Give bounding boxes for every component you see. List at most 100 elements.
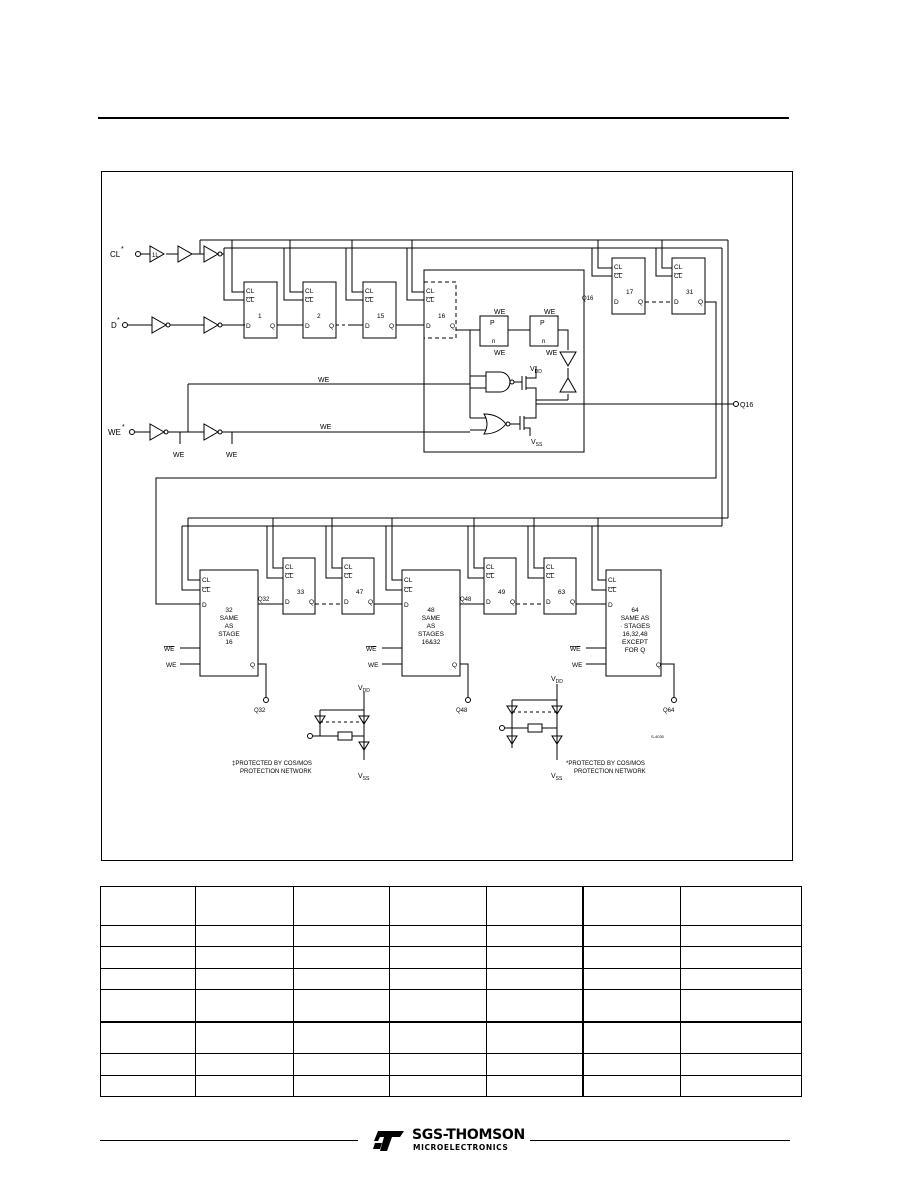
vdd-right-label: VDD: [551, 676, 563, 685]
stage-32-d-label: D: [202, 602, 207, 609]
stage-15-cl-label: CL: [365, 288, 374, 295]
stage-31-d-label: D: [674, 299, 679, 306]
stage-32-we-input: WE: [166, 662, 177, 669]
stage-47-q-label: Q: [368, 599, 373, 606]
table-cell: [293, 886, 390, 926]
stage-32-clb-label: CL: [202, 587, 211, 594]
stage-33-clb-label: CL: [285, 573, 294, 580]
table-row: [100, 1074, 802, 1098]
stage-2-q-label: Q: [329, 323, 334, 330]
stage-64-desc-line: · STAGES: [620, 623, 651, 630]
stage-64-desc-line: 16,32,48: [622, 631, 648, 638]
stage-64-desc-line: EXCEPT: [622, 639, 648, 646]
table-cell: [293, 989, 390, 1023]
stage-63-clb-label: CL: [546, 573, 555, 580]
stage-1-q-label: Q: [270, 323, 275, 330]
note-right-line1: *PROTECTED BY COS/MOS: [566, 761, 645, 767]
table-cell: [100, 989, 196, 1023]
stage-48-d-label: D: [404, 602, 409, 609]
q48-out-label: Q48: [456, 708, 468, 714]
stage-32-desc-line: AS: [225, 623, 234, 630]
stage-2-d-label: D: [305, 323, 310, 330]
q16-tap-label: Q16: [582, 296, 594, 302]
latch2-webar-label: WE: [544, 309, 556, 316]
stage-15-number: 15: [377, 313, 385, 320]
table-cell: [195, 886, 294, 926]
table-cell: [680, 989, 802, 1023]
stage-49-clb-label: CL: [486, 573, 495, 580]
table-cell: [486, 967, 584, 991]
stage-17-d-label: D: [614, 299, 619, 306]
stage-48-q-label: Q: [452, 662, 457, 669]
q32-tap-label: Q32: [258, 597, 270, 603]
vdd-latch-label: VDD: [530, 366, 542, 375]
stage-2-clb-label: CL: [305, 297, 314, 304]
stage-64-d-label: D: [608, 602, 613, 609]
stage-1-number: 1: [258, 313, 262, 320]
stage-1-cl-label: CL: [246, 288, 255, 295]
table-cell: [680, 1020, 802, 1055]
stage-47-cl-label: CL: [344, 564, 353, 571]
table-cell: [486, 1020, 584, 1055]
we-tap-label: WE: [226, 452, 238, 459]
table-cell: [486, 989, 584, 1023]
table-row: [100, 886, 802, 926]
stage-63-q-label: Q: [570, 599, 575, 606]
table-cell: [293, 924, 390, 948]
table-cell: [486, 1053, 584, 1076]
table-cell: [486, 924, 584, 948]
table-cell: [680, 1053, 802, 1076]
stage-17-clb-label: CL: [614, 273, 623, 280]
table-cell: [293, 1074, 390, 1098]
vdd-left-label: VDD: [358, 685, 370, 694]
stage-63-cl-label: CL: [546, 564, 555, 571]
stage-47-clb-label: CL: [344, 573, 353, 580]
footer-rule-right: [530, 1140, 790, 1141]
table-row: [100, 924, 802, 948]
table-cell: [486, 886, 584, 926]
vss-left-label: VSS: [358, 773, 370, 782]
footer-rule-left: [100, 1140, 358, 1141]
input-d-label: D: [111, 321, 117, 330]
table-cell: [293, 1020, 390, 1055]
data-table-container: [100, 886, 802, 1098]
table-cell: [293, 967, 390, 991]
stage-1-clb-label: CL: [246, 297, 255, 304]
stage-15-clb-label: CL: [365, 297, 374, 304]
stage-64-we-input: WE: [572, 662, 583, 669]
stage-17-q-label: Q: [638, 299, 643, 306]
stage-31-q-label: Q: [698, 299, 703, 306]
table-row: [100, 1053, 802, 1076]
stage-32-webar-input: WE: [164, 646, 175, 653]
stage-48-webar-input: WE: [366, 646, 377, 653]
stage-64-clb-label: CL: [608, 587, 617, 594]
stage-48-desc-line: STAGES: [418, 631, 445, 638]
stage-33-q-label: Q: [309, 599, 314, 606]
header-rule: [98, 117, 789, 119]
stage-33-cl-label: CL: [285, 564, 294, 571]
stage-48-desc-line: SAME: [422, 615, 441, 622]
table-cell: [195, 924, 294, 948]
diagram-frame: [101, 171, 793, 861]
table-cell: [195, 967, 294, 991]
latch2-p-label: P: [540, 320, 545, 327]
input-we-star: *: [122, 424, 125, 431]
table-row: [100, 967, 802, 991]
table-cell: [100, 886, 196, 926]
table-cell: [100, 946, 196, 969]
table-row: [100, 989, 802, 1023]
stage-47-d-label: D: [344, 599, 349, 606]
vss-latch-label: VSS: [531, 439, 543, 448]
stage-32-desc-line: STAGE: [218, 631, 240, 638]
latch2-we-label: WE: [546, 350, 558, 357]
stage-48-desc-line: AS: [427, 623, 436, 630]
stage-32-cl-label: CL: [202, 577, 211, 584]
stage-48-cl-label: CL: [404, 577, 413, 584]
stage-63-number: 63: [558, 589, 566, 596]
stage-15-q-label: Q: [389, 323, 394, 330]
q16-out-label: Q16: [740, 402, 753, 409]
stage-64-q-label: Q: [656, 662, 661, 669]
stage-16-number: 16: [438, 313, 446, 320]
latch1-we-label: WE: [494, 309, 506, 316]
inverter-label: 1L: [152, 253, 159, 259]
